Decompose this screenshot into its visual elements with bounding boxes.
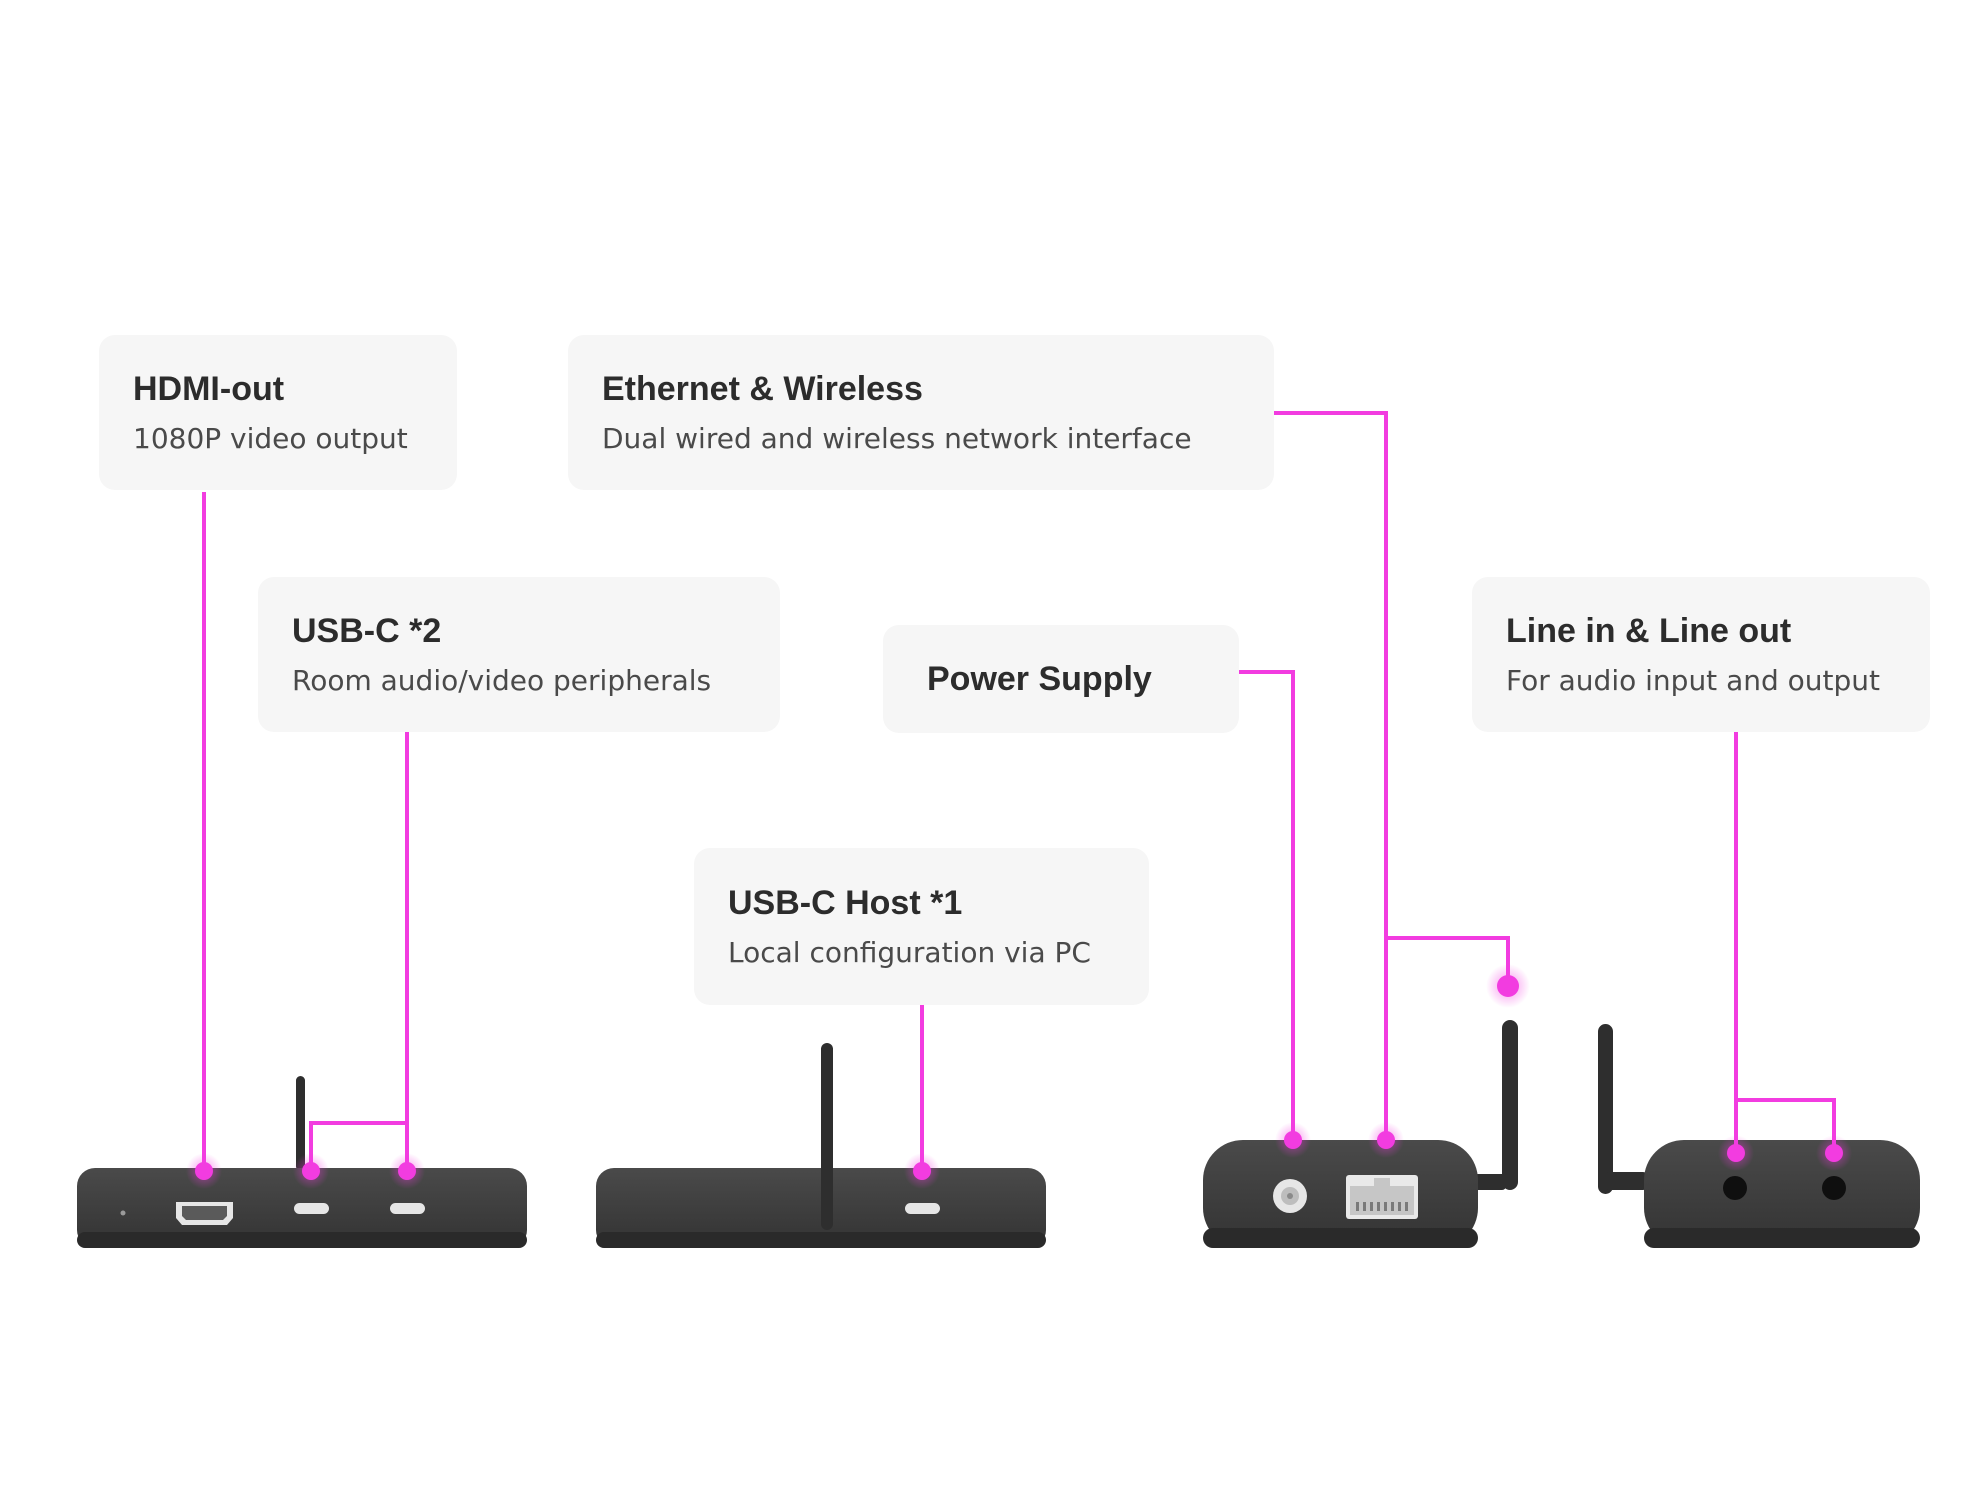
device-front-1 (77, 1076, 527, 1248)
usb-c-port-icon (390, 1203, 425, 1214)
connector-power (1239, 670, 1295, 1140)
anchor-dot (302, 1162, 320, 1180)
callout-title: Line in & Line out (1506, 611, 1792, 650)
callout-line-in-out: Line in & Line out For audio input and o… (1472, 577, 1930, 732)
callout-usb-c-2: USB-C *2 Room audio/video peripherals (258, 577, 780, 732)
callout-hdmi-out: HDMI-out 1080P video output (99, 335, 457, 490)
led-indicator-icon (120, 1210, 126, 1216)
device-side-audio (1598, 1024, 1920, 1248)
audio-jack-icon (1822, 1176, 1846, 1200)
callout-subtitle: Dual wired and wireless network interfac… (602, 421, 1192, 455)
callout-ethernet-wireless: Ethernet & Wireless Dual wired and wirel… (568, 335, 1274, 490)
anchor-dot (1825, 1144, 1843, 1162)
anchor-dot (913, 1162, 931, 1180)
device-base (1644, 1228, 1920, 1248)
callout-subtitle: Local configuration via PC (728, 935, 1091, 969)
antenna-icon (1502, 1020, 1518, 1190)
antenna-icon (1598, 1024, 1613, 1194)
anchor-dot (195, 1162, 213, 1180)
device-side-power-ethernet (1203, 1020, 1518, 1248)
callout-title: Ethernet & Wireless (602, 369, 923, 408)
device-base (596, 1232, 1046, 1248)
callout-subtitle: 1080P video output (133, 421, 408, 455)
ethernet-port-icon (1346, 1175, 1418, 1219)
connector-lines (202, 411, 1836, 1170)
device-front-2 (596, 1043, 1046, 1248)
device-base (77, 1232, 527, 1248)
callout-title: USB-C *2 (292, 611, 442, 650)
callout-title: Power Supply (927, 660, 1152, 698)
anchor-dots (186, 964, 1852, 1189)
anchor-dot (1497, 975, 1519, 997)
usb-c-port-icon (294, 1203, 329, 1214)
anchor-dot (1284, 1131, 1302, 1149)
device-body (1203, 1140, 1478, 1248)
anchor-dot (1377, 1131, 1395, 1149)
audio-jack-icon (1723, 1176, 1747, 1200)
callout-title: USB-C Host *1 (728, 883, 963, 922)
device-base (1203, 1228, 1478, 1248)
callout-usb-c-host: USB-C Host *1 Local configuration via PC (694, 848, 1149, 1005)
device-body (1644, 1140, 1920, 1248)
antenna-icon (296, 1076, 305, 1171)
usb-c-port-icon (905, 1203, 940, 1214)
connector-line-in-out (1734, 732, 1836, 1152)
anchor-dot (398, 1162, 416, 1180)
connector-usb-c-2 (309, 732, 409, 1170)
anchor-dot (1727, 1144, 1745, 1162)
connector-ethernet-wireless (1274, 411, 1510, 1140)
callout-subtitle: Room audio/video peripherals (292, 663, 712, 697)
callout-power-supply: Power Supply (883, 625, 1239, 733)
callout-title: HDMI-out (133, 369, 285, 408)
callout-subtitle: For audio input and output (1506, 663, 1880, 697)
